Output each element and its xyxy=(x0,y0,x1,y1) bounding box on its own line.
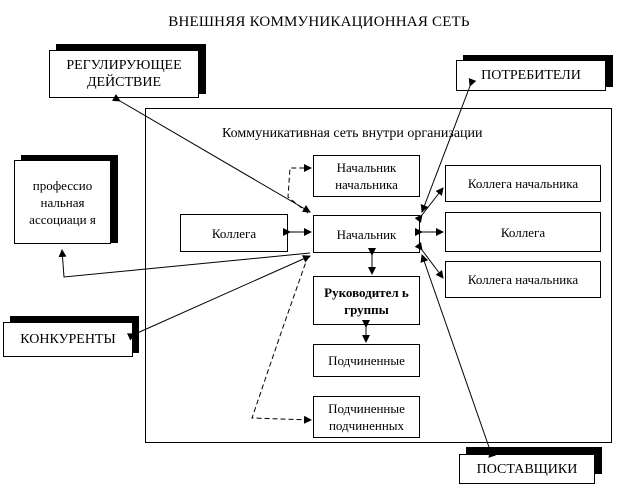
regulating-action-box: РЕГУЛИРУЮЩЕЕ ДЕЙСТВИЕ xyxy=(49,50,199,98)
group-leader-box: Руководител ь группы xyxy=(313,276,420,325)
boss-of-boss-box: Начальник начальника xyxy=(313,155,420,197)
professional-association-box: профессио нальная ассоциаци я xyxy=(14,160,111,244)
link-boss-colleague-top xyxy=(414,187,444,223)
link-suppliers-boss xyxy=(420,254,497,458)
subordinates-of-subordinates-box: Подчиненные подчиненных xyxy=(313,396,420,438)
subordinates-box: Подчиненные xyxy=(313,344,420,377)
suppliers-box: ПОСТАВЩИКИ xyxy=(459,454,595,484)
boss-box: Начальник xyxy=(313,215,420,253)
link-boss-subsub-dashed xyxy=(251,255,312,424)
colleague-right-box: Коллега xyxy=(445,212,601,252)
link-competitors-boss xyxy=(126,255,311,341)
link-boss-bossofboss-dashed xyxy=(287,164,312,214)
consumers-box: ПОТРЕБИТЕЛИ xyxy=(456,60,606,91)
competitors-box: КОНКУРЕНТЫ xyxy=(3,322,133,357)
diagram-title: ВНЕШНЯЯ КОММУНИКАЦИОННАЯ СЕТЬ xyxy=(168,14,470,30)
link-consumers-boss xyxy=(420,78,477,213)
link-regulating-boss xyxy=(111,94,311,213)
link-boss-colleague-bottom xyxy=(414,242,444,279)
colleague-left-box: Коллега xyxy=(180,214,288,252)
